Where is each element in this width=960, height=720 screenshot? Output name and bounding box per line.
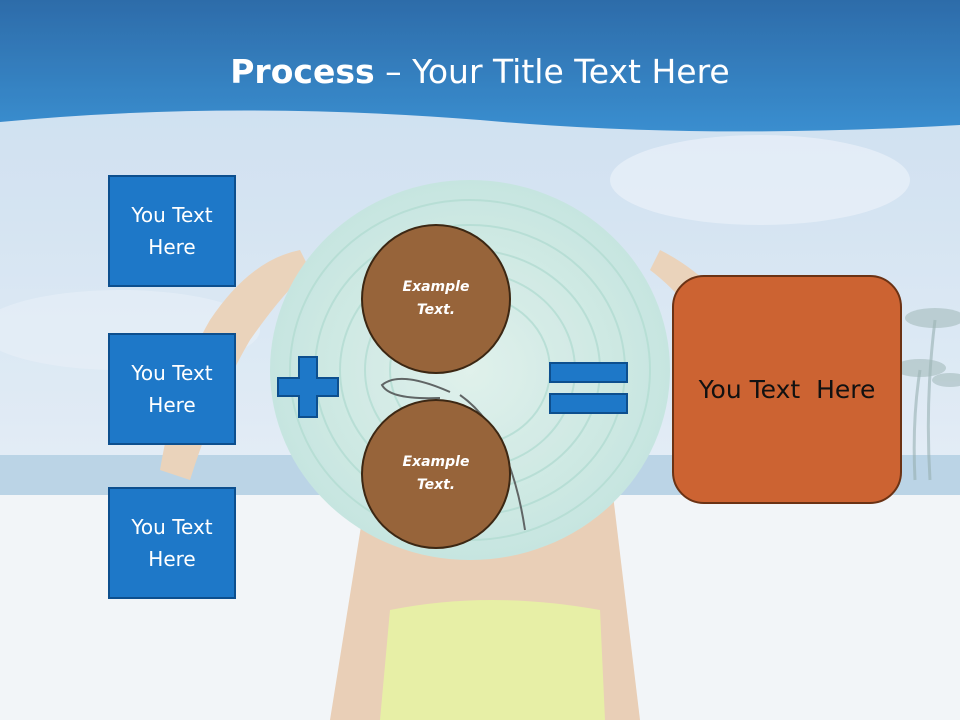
circle-2-line1: Example <box>402 454 470 470</box>
title-rest: – Your Title Text Here <box>374 52 730 91</box>
text-box-1-line1: You Text <box>131 203 213 227</box>
result-box: You Text Here <box>672 275 902 504</box>
text-box-3-line1: You Text <box>131 515 213 539</box>
text-box-2-line1: You Text <box>131 361 213 385</box>
plus-icon <box>277 356 339 418</box>
text-box-1-line2: Here <box>148 235 196 259</box>
circle-1-line1: Example <box>402 279 470 295</box>
slide-title: Process – Your Title Text Here <box>0 52 960 91</box>
text-box-2-line2: Here <box>148 393 196 417</box>
title-bold: Process <box>230 52 375 91</box>
circle-2-line2: Text. <box>416 477 456 493</box>
text-box-3-line2: Here <box>148 547 196 571</box>
result-text: You Text Here <box>698 375 876 404</box>
equals-icon <box>549 362 628 414</box>
circle-1-line2: Text. <box>416 302 456 318</box>
